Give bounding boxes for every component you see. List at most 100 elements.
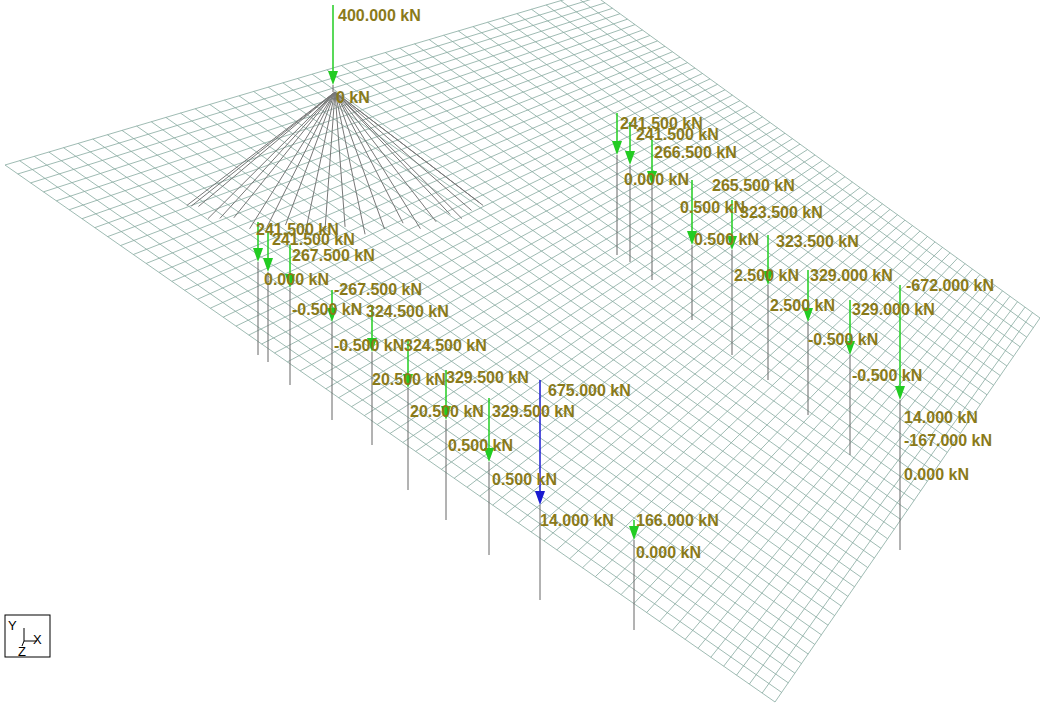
mesh-line: [287, 112, 755, 362]
column-line: [768, 285, 769, 380]
mesh-line: [531, 215, 897, 532]
support-line: [335, 92, 472, 210]
support-line: [250, 92, 335, 229]
mesh-line: [69, 19, 627, 210]
mesh-line: [313, 122, 770, 379]
load-value: 20.500 kN: [410, 404, 484, 420]
load-value: 329.000 kN: [810, 268, 893, 284]
support-line: [267, 92, 335, 227]
mesh-line: [698, 285, 995, 648]
mesh-line: [544, 220, 905, 541]
mesh-line: [493, 198, 875, 505]
load-value: -167.000 kN: [904, 433, 992, 449]
support-line: [335, 92, 345, 227]
load-arrowhead: [612, 141, 622, 155]
mesh-line: [608, 247, 942, 585]
column-line: [258, 262, 259, 355]
load-value: 2.500 kN: [770, 298, 835, 314]
mesh-line: [364, 144, 800, 415]
support-fan: [187, 92, 483, 234]
column-line: [446, 420, 447, 520]
mesh-line: [762, 313, 1032, 693]
load-value: -0.500 kN: [334, 338, 404, 354]
column-line: [332, 322, 333, 420]
mesh-line: [223, 84, 717, 317]
load-value: 0.500 kN: [492, 472, 557, 488]
load-value: -672.000 kN: [906, 278, 994, 294]
mesh-line: [146, 52, 672, 264]
mesh-line: [339, 133, 785, 397]
axis-box: [5, 615, 50, 657]
load-value: 241.500 kN: [636, 127, 719, 143]
plate-mesh: [5, 0, 1040, 702]
support-line: [208, 92, 335, 219]
mesh-line: [172, 63, 688, 282]
load-value: 675.000 kN: [548, 383, 631, 399]
support-line: [335, 92, 403, 223]
column-line: [850, 355, 851, 455]
column-line: [372, 352, 373, 445]
load-value: 323.500 kN: [776, 234, 859, 250]
column-line: [900, 400, 901, 550]
load-value: 14.000 kN: [904, 410, 978, 426]
mesh-line: [775, 318, 1040, 702]
load-value: 400.000 kN: [338, 8, 421, 24]
mesh-line: [300, 117, 762, 371]
column-line: [732, 250, 733, 355]
load-value: 0.000 kN: [904, 467, 969, 483]
mesh-line: [441, 177, 845, 470]
support-line: [187, 92, 335, 205]
support-line: [325, 92, 335, 231]
support-line: [335, 92, 385, 229]
load-arrowhead: [625, 151, 635, 165]
load-value: -267.500 kN: [334, 282, 422, 298]
load-value: 329.500 kN: [446, 370, 529, 386]
load-value: 2.500 kN: [734, 268, 799, 284]
support-line: [335, 92, 420, 229]
mesh-line: [108, 35, 650, 236]
load-value: 0.500 kN: [448, 438, 513, 454]
load-arrowhead: [535, 491, 545, 505]
load-value: 0 kN: [336, 90, 370, 106]
load-value: 323.500 kN: [740, 205, 823, 221]
load-value: 0.000 kN: [636, 545, 701, 561]
load-arrowhead: [253, 248, 263, 262]
load-shaft: [332, 5, 334, 77]
mesh-line: [159, 57, 680, 272]
support-line: [335, 92, 462, 219]
support-line: [305, 92, 335, 234]
load-value: 324.500 kN: [404, 338, 487, 354]
support-line: [285, 92, 335, 225]
column-line: [617, 155, 618, 255]
load-value: 241.500 kN: [272, 232, 355, 248]
mesh-line: [672, 275, 980, 631]
column-line: [652, 185, 653, 280]
load-value: 14.000 kN: [540, 513, 614, 529]
column-line: [692, 245, 693, 320]
mesh-line: [429, 171, 838, 460]
load-arrowhead: [328, 71, 338, 85]
load-value: -0.500 kN: [808, 332, 878, 348]
mesh-line: [467, 188, 860, 488]
mesh-line: [5, 0, 590, 165]
column-line: [634, 540, 635, 630]
mesh-line: [121, 41, 658, 246]
load-value: -0.500 kN: [852, 368, 922, 384]
mesh-line: [634, 258, 958, 603]
support-line: [335, 92, 436, 222]
mesh-line: [390, 155, 815, 434]
mesh-line: [518, 209, 890, 523]
support-line: [220, 92, 335, 218]
support-line: [335, 92, 450, 214]
column-line: [333, 85, 334, 92]
axis-label: Y: [8, 619, 17, 632]
mesh-line: [236, 90, 725, 326]
mesh-line: [575, 0, 1033, 328]
column-line: [489, 462, 490, 555]
load-arrowhead: [263, 258, 273, 272]
load-value: 0.000 kN: [624, 172, 689, 188]
load-value: 329.000 kN: [852, 302, 935, 318]
mesh-line: [724, 296, 1010, 666]
